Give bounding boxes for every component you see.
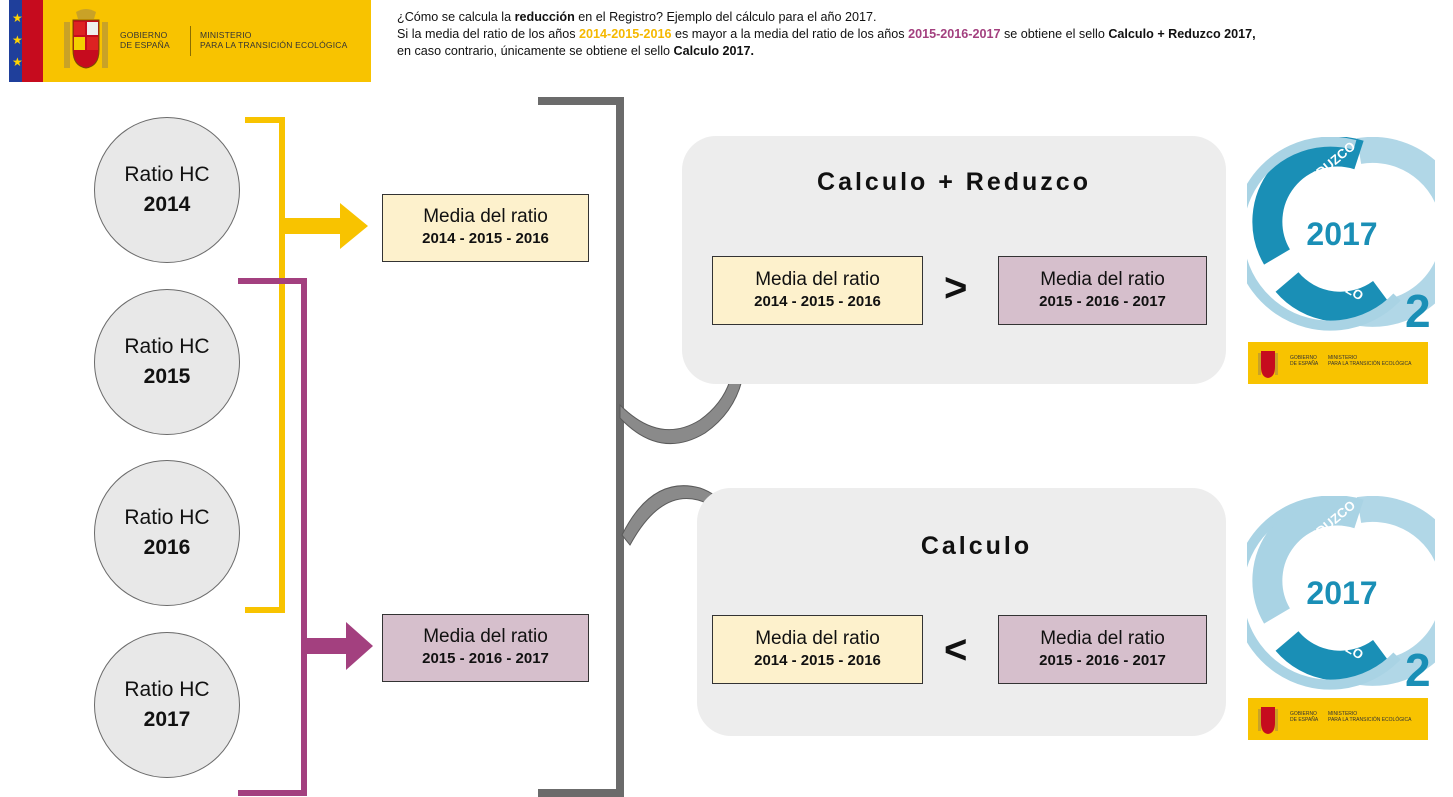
svg-text:2017: 2017	[1306, 216, 1377, 252]
spain-flag-stripe	[22, 0, 43, 82]
star-icon: ★	[12, 33, 23, 47]
yellow-bracket	[245, 117, 285, 613]
greater-than-operator: >	[944, 266, 968, 310]
seal-calculo: 2017 REDUZCO COMPENSO CALCULO 2	[1247, 496, 1435, 694]
less-than-operator: <	[944, 628, 968, 672]
svg-text:2017: 2017	[1306, 575, 1377, 611]
seal-calculo-reduzco: 2017 REDUZCO COMPENSO CALCULO 2	[1247, 137, 1435, 335]
magenta-bracket	[238, 278, 307, 796]
star-icon: ★	[12, 55, 23, 69]
intro-text: ¿Cómo se calcula la reducción en el Regi…	[397, 10, 1256, 58]
svg-text:2: 2	[1405, 644, 1431, 694]
yellow-arrow	[282, 203, 368, 249]
coat-of-arms-icon	[1258, 707, 1278, 734]
panel-title: Calculo + Reduzco	[817, 168, 1091, 196]
panel-title: Calculo	[920, 532, 1033, 560]
magenta-arrow	[304, 622, 373, 670]
panel-calculo	[697, 488, 1226, 736]
star-icon: ★	[12, 11, 23, 25]
svg-text:2: 2	[1405, 285, 1431, 335]
gray-bracket	[538, 97, 624, 797]
coat-of-arms-icon	[64, 9, 108, 69]
coat-of-arms-icon	[1258, 351, 1278, 378]
divider	[190, 26, 191, 56]
